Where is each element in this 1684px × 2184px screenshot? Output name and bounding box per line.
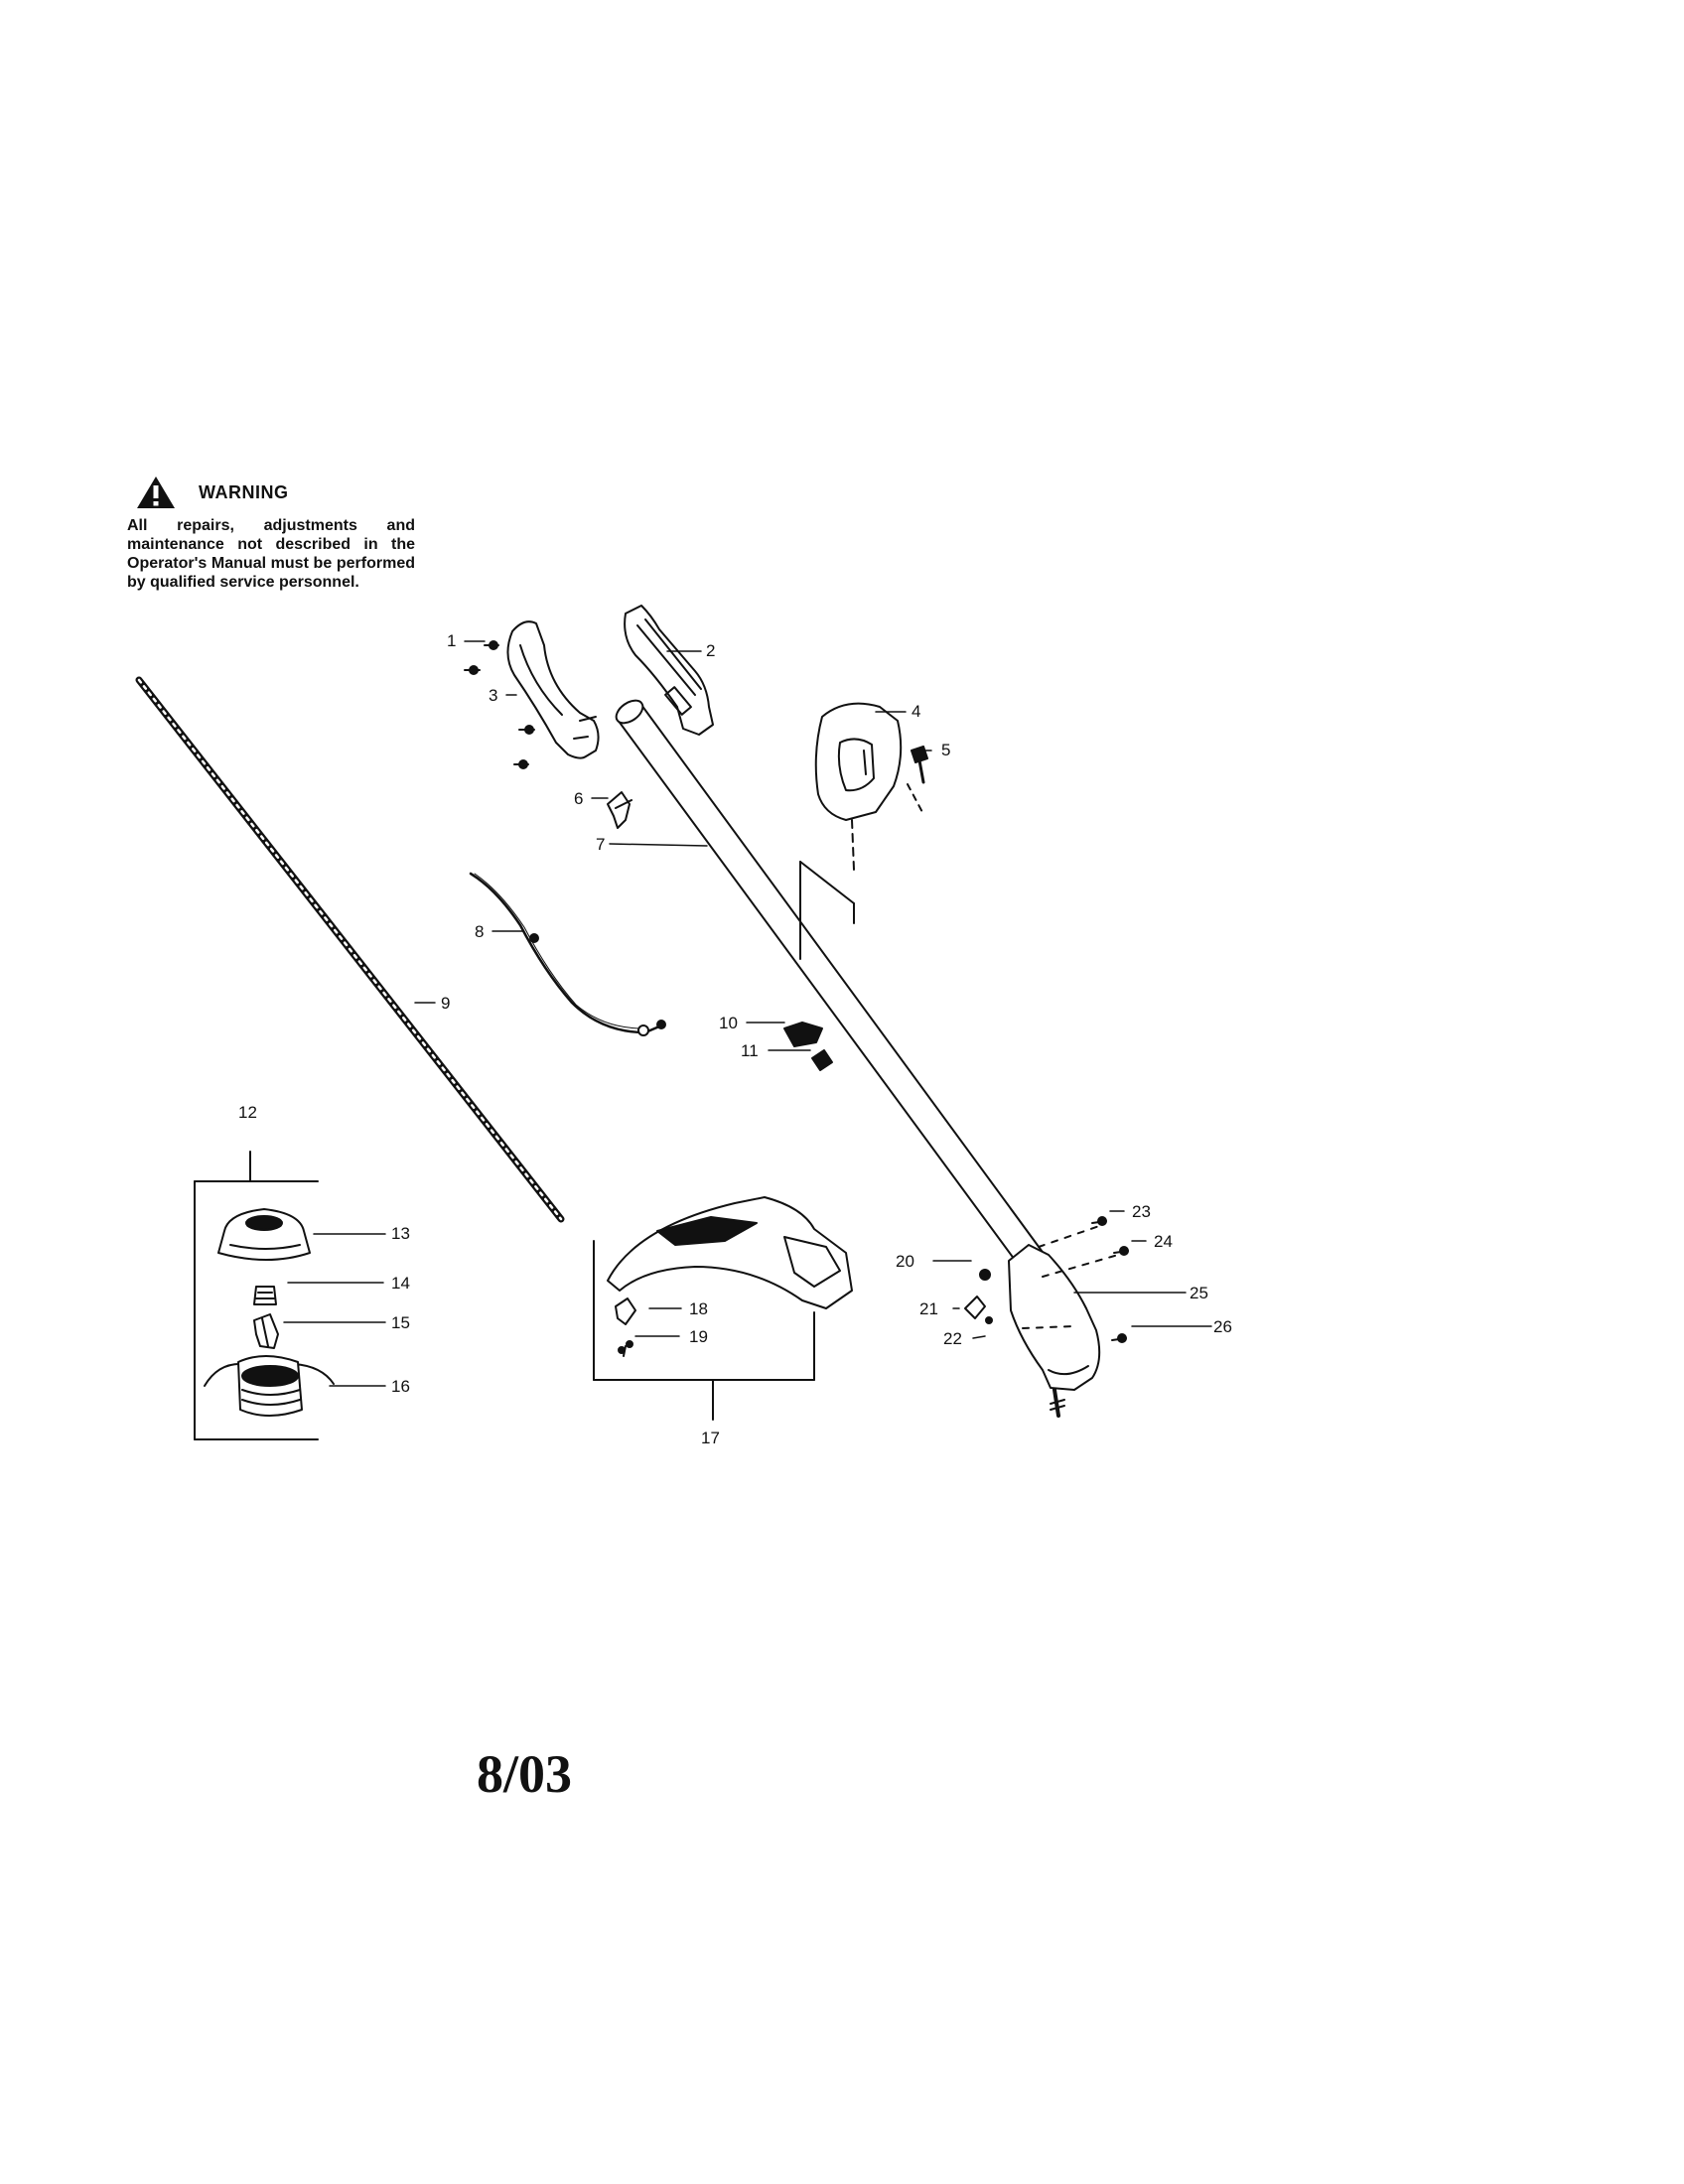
warning-title: WARNING [199, 481, 289, 502]
part-callouts: 1 2 3 4 5 6 7 8 9 10 11 12 13 14 15 16 1… [238, 631, 1232, 1447]
callout-20: 20 [896, 1252, 914, 1271]
debris-guard-drawing [607, 1196, 853, 1309]
warning-triangle-icon [137, 477, 175, 508]
warning-header: WARNING [135, 475, 415, 510]
callout-9: 9 [441, 994, 450, 1013]
callout-22: 22 [943, 1329, 962, 1348]
callout-3: 3 [489, 686, 497, 705]
callout-7: 7 [596, 835, 605, 854]
callout-18: 18 [689, 1299, 708, 1318]
small-washer-drawing [985, 1316, 993, 1324]
retainer-drawing [253, 1313, 279, 1349]
loop-bolt-drawing [907, 746, 928, 815]
callout-12: 12 [238, 1103, 257, 1122]
lower-handle-drawing [506, 620, 600, 759]
drive-shaft-drawing [135, 676, 565, 1223]
loop-position-lines [799, 861, 855, 960]
line-blade-drawing [615, 1297, 636, 1325]
upper-handle-drawing [624, 605, 714, 736]
cable-clip-drawing [607, 791, 632, 829]
callout-8: 8 [475, 922, 484, 941]
handle-screws-drawing [464, 640, 535, 769]
callout-21: 21 [919, 1299, 938, 1318]
callout-15: 15 [391, 1313, 410, 1332]
loop-handle-drawing [814, 702, 903, 871]
housing-screws-drawing [1022, 1216, 1129, 1343]
callout-25: 25 [1190, 1284, 1208, 1302]
callout-1: 1 [447, 631, 456, 650]
callout-6: 6 [574, 789, 583, 808]
callout-14: 14 [391, 1274, 410, 1293]
warning-notice: WARNING All repairs, adjustments and mai… [127, 475, 415, 592]
callout-2: 2 [706, 641, 715, 660]
housing-nut-drawing [964, 1296, 986, 1319]
callout-19: 19 [689, 1327, 708, 1346]
footer-date: 8/03 [477, 1744, 573, 1804]
gear-housing-drawing [1008, 1244, 1101, 1418]
guard-group-bracket [593, 1240, 815, 1421]
spool-cap-drawing [217, 1208, 311, 1261]
trimmer-head-group-bracket [194, 1151, 319, 1440]
leader-lines [283, 640, 1212, 1387]
callout-11: 11 [741, 1041, 759, 1060]
callout-16: 16 [391, 1377, 410, 1396]
washer-drawing [979, 1269, 991, 1281]
callout-17: 17 [701, 1429, 720, 1447]
callout-26: 26 [1213, 1317, 1232, 1336]
shaft-clamp-drawing [783, 1022, 833, 1071]
throttle-cable-drawing [469, 872, 666, 1036]
callout-24: 24 [1154, 1232, 1173, 1251]
spring-drawing [253, 1286, 277, 1305]
callout-10: 10 [719, 1014, 738, 1032]
callout-4: 4 [912, 702, 920, 721]
spool-drawing [204, 1355, 335, 1417]
shaft-tube-drawing [615, 699, 1046, 1272]
callout-13: 13 [391, 1224, 410, 1243]
callout-23: 23 [1132, 1202, 1151, 1221]
warning-text: All repairs, adjustments and maintenance… [127, 517, 415, 591]
callout-5: 5 [941, 741, 950, 759]
guard-screws-drawing [618, 1340, 633, 1357]
